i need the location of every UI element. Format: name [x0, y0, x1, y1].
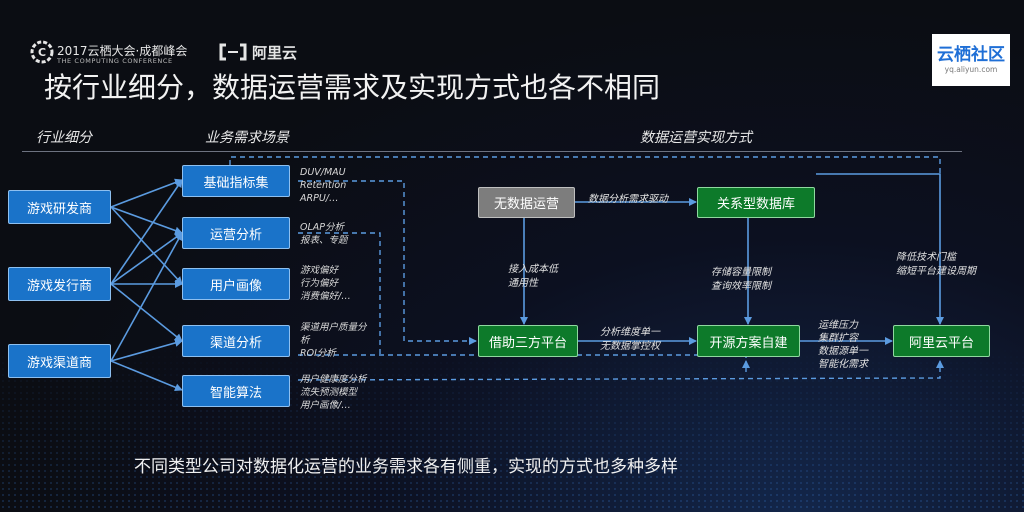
label-line: 分析维度单一: [600, 326, 660, 340]
edge-pub-channel: [111, 284, 182, 341]
note-line: 用户画像/…: [300, 399, 367, 412]
note-line: 析: [300, 334, 367, 347]
edge-pub-base: [111, 180, 182, 284]
notes-channel-analysis: 渠道用户质量分 析 ROI分析: [300, 321, 367, 360]
label-ops-pressure: 运维压力 集群扩容 数据源单一 智能化需求: [818, 319, 868, 371]
footer-caption: 不同类型公司对数据化运营的业务需求各有侧重，实现的方式也多种多样: [134, 452, 678, 477]
note-line: 报表、专题: [300, 234, 348, 247]
label-line: 运维压力: [818, 319, 868, 332]
scenario-channel-analysis[interactable]: 渠道分析: [182, 325, 290, 357]
note-line: 游戏偏好: [300, 264, 351, 277]
impl-relational-db[interactable]: 关系型数据库: [697, 187, 815, 218]
edge-pub-ops: [111, 233, 182, 284]
label-line: 智能化需求: [818, 358, 868, 371]
label-line: 集群扩容: [818, 332, 868, 345]
segment-developer[interactable]: 游戏研发商: [8, 190, 111, 224]
label-line: 数据源单一: [818, 345, 868, 358]
segment-publisher[interactable]: 游戏发行商: [8, 267, 111, 301]
scenario-base-metrics[interactable]: 基础指标集: [182, 165, 290, 197]
notes-base-metrics: DUV/MAU Retention ARPU/…: [300, 166, 346, 205]
note-line: ROI分析: [300, 347, 367, 360]
edge-rdb-aliyun: [816, 174, 940, 324]
label-line: 接入成本低: [508, 263, 558, 277]
note-line: OLAP分析: [300, 221, 348, 234]
segment-channel[interactable]: 游戏渠道商: [8, 344, 111, 378]
note-line: 消费偏好/…: [300, 290, 351, 303]
label-line: 降低技术门槛: [896, 251, 976, 265]
note-line: 行为偏好: [300, 277, 351, 290]
impl-aliyun[interactable]: 阿里云平台: [893, 325, 990, 357]
scenario-smart-algorithm[interactable]: 智能算法: [182, 375, 290, 407]
label-low-cost: 接入成本低 通用性: [508, 263, 558, 291]
impl-no-data-ops[interactable]: 无数据运营: [478, 187, 575, 218]
notes-user-profile: 游戏偏好 行为偏好 消费偏好/…: [300, 264, 351, 303]
note-line: 渠道用户质量分: [300, 321, 367, 334]
edge-dev-profile: [111, 207, 182, 284]
edge-chn-algo: [111, 361, 182, 390]
notes-smart-algorithm: 用户健康度分析 流失预测模型 用户画像/…: [300, 373, 367, 412]
note-line: 用户健康度分析: [300, 373, 367, 386]
edge-dev-base: [111, 180, 182, 207]
label-line: 通用性: [508, 277, 558, 291]
note-line: ARPU/…: [300, 192, 346, 205]
edge-dev-ops: [111, 207, 182, 233]
note-line: 流失预测模型: [300, 386, 367, 399]
scenario-ops-analysis[interactable]: 运营分析: [182, 217, 290, 249]
notes-ops-analysis: OLAP分析 报表、专题: [300, 221, 348, 247]
label-storage-limits: 存储容量限制 查询效率限制: [711, 266, 771, 294]
label-lower-threshold: 降低技术门槛 缩短平台建设周期: [896, 251, 976, 279]
impl-open-source[interactable]: 开源方案自建: [697, 325, 800, 357]
dashed-base-third: [298, 181, 476, 341]
impl-third-party[interactable]: 借助三方平台: [478, 325, 578, 357]
scenario-user-profile[interactable]: 用户画像: [182, 268, 290, 300]
note-line: DUV/MAU: [300, 166, 346, 179]
edge-chn-channel: [111, 341, 182, 361]
edge-chn-ops: [111, 233, 182, 361]
label-line: 缩短平台建设周期: [896, 265, 976, 279]
label-demand-driven: 数据分析需求驱动: [588, 193, 668, 207]
label-line: 存储容量限制: [711, 266, 771, 280]
label-line: 无数据掌控权: [600, 340, 660, 354]
label-line: 查询效率限制: [711, 280, 771, 294]
label-single-analysis: 分析维度单一 无数据掌控权: [600, 326, 660, 354]
note-line: Retention: [300, 179, 346, 192]
